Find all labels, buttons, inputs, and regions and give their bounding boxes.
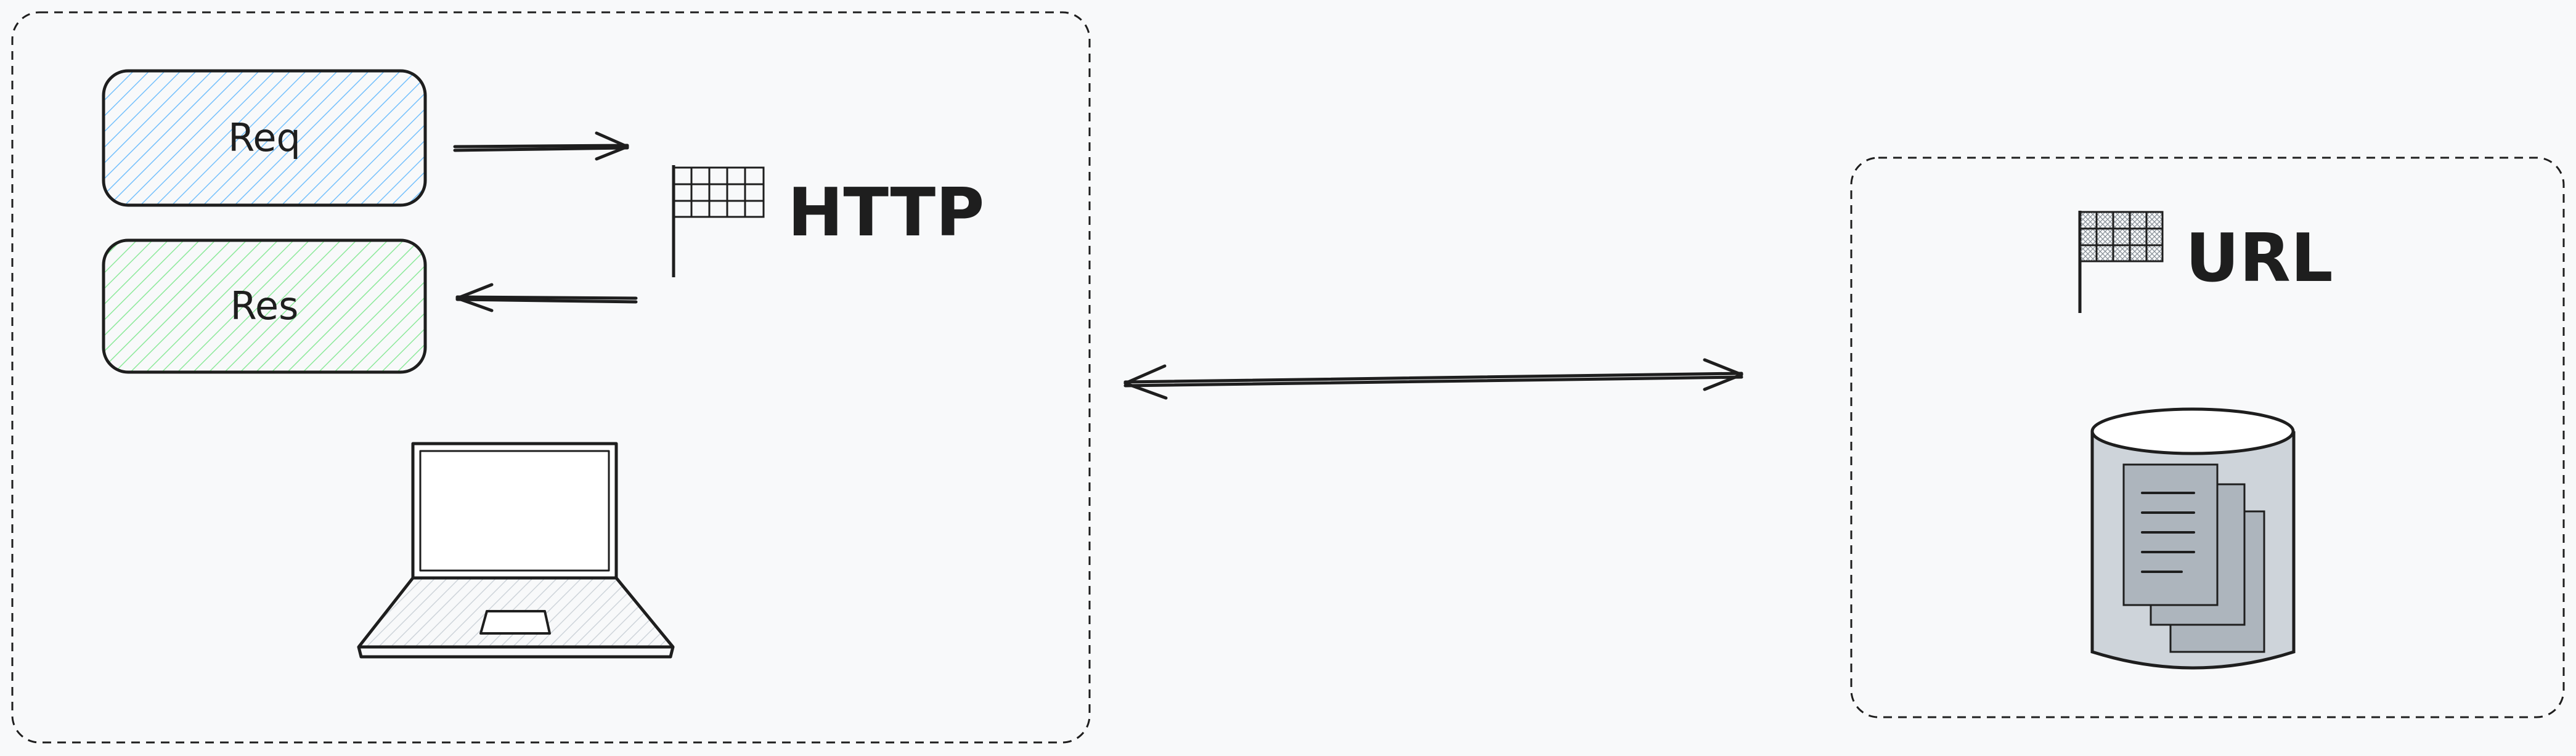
client-group: Req Res [11,11,1091,744]
server-frame [1850,156,2565,718]
laptop-icon [357,442,675,659]
flag-icon [672,165,765,277]
database-icon [2090,407,2296,670]
document-stack-icon [2122,463,2265,653]
request-box: Req [102,69,427,207]
request-label: Req [228,115,301,160]
response-arrow [455,283,638,312]
server-group: URL [1850,156,2565,718]
protocol-label: HTTP [788,174,984,251]
resource-label: URL [2185,220,2333,297]
response-label: Res [230,283,299,328]
response-box: Res [102,238,427,374]
flag-icon [2078,211,2164,313]
request-arrow [453,131,629,161]
client-frame [11,11,1091,744]
bidirectional-arrow [1123,358,1743,400]
